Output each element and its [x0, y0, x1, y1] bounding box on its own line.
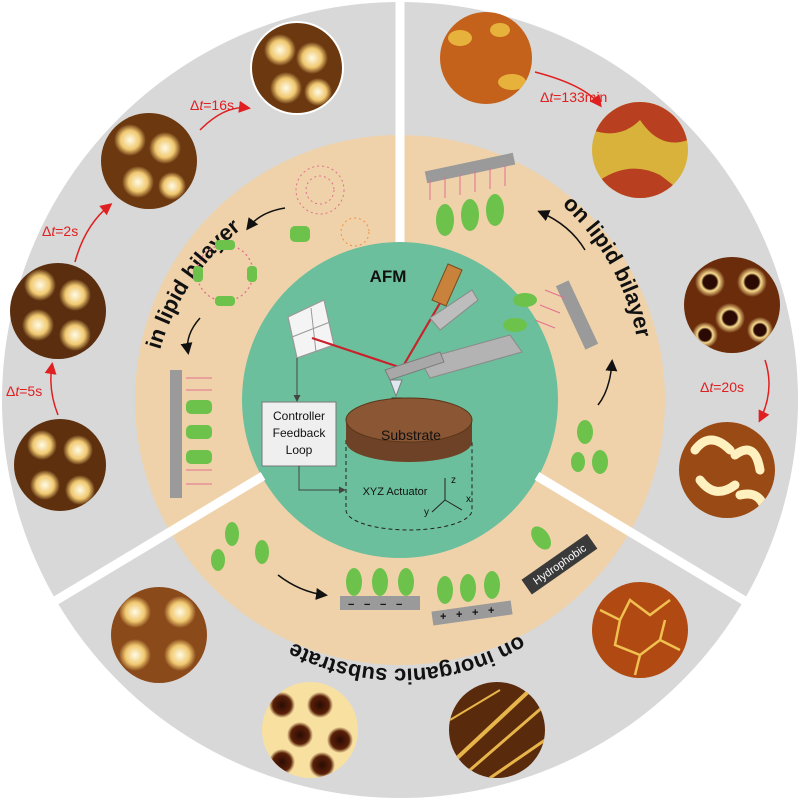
time-step-arrows — [44, 71, 770, 423]
supported-bilayer-right-top — [424, 152, 516, 236]
axis-x: x — [466, 494, 471, 505]
afm-image-4 — [14, 419, 106, 511]
reconstitution-protein — [290, 226, 310, 242]
afm-image-9 — [111, 587, 207, 683]
time-step-label-2: Δt=2s — [42, 223, 78, 239]
afm-image-1-frame — [250, 21, 344, 115]
ts4-value: =133min — [553, 89, 607, 105]
cantilever — [384, 351, 445, 381]
pos-charge-2: + — [456, 609, 462, 621]
afm-image-12 — [592, 582, 688, 678]
cycle-arrow-right-top — [537, 210, 586, 251]
substrate-top — [345, 397, 473, 443]
neg-charge-3: − — [380, 599, 386, 611]
laser-beam-in — [401, 302, 441, 369]
cycle-arrow-right-bottom — [597, 359, 618, 406]
pos-charge-4: + — [488, 605, 494, 617]
controller-line-1: Controller — [273, 409, 325, 423]
ts3-delta: Δ — [6, 383, 15, 399]
afm-title: AFM — [370, 267, 407, 286]
actuator-label: XYZ Actuator — [363, 486, 428, 498]
substrate-label: Substrate — [381, 427, 441, 443]
cycle-arrow-left-mid — [180, 317, 201, 355]
afm-instrument: AFM Controller Feedback Loop XYZ Actuato… — [261, 263, 523, 531]
afm-image-3 — [10, 263, 106, 359]
controller-box — [261, 401, 337, 467]
positive-substrate: + + + + — [431, 571, 513, 626]
cantilever-arm — [429, 289, 479, 331]
afm-image-2 — [101, 113, 197, 209]
ts1-delta: Δ — [190, 97, 199, 113]
pos-charge-3: + — [472, 607, 478, 619]
ts3-value: =5s — [19, 383, 42, 399]
time-step-label-3: Δt=5s — [6, 383, 42, 399]
axis-y: y — [424, 507, 429, 518]
neg-charge-2: − — [364, 599, 370, 611]
vesicle — [295, 165, 345, 215]
time-step-label-4: Δt=133min — [540, 89, 607, 105]
ts4-delta: Δ — [540, 89, 549, 105]
ts2-delta: Δ — [42, 223, 51, 239]
afm-image-8 — [679, 422, 775, 518]
ts5-t: t — [709, 379, 714, 395]
supported-bilayer-left — [170, 370, 212, 498]
time-step-label-1: Δt=16s — [190, 97, 234, 113]
cantilever-holder — [419, 334, 523, 379]
ts2-value: =2s — [55, 223, 78, 239]
ts4-t: t — [549, 89, 554, 105]
neg-charge-1: − — [348, 599, 354, 611]
controller-line-2: Feedback — [273, 426, 327, 440]
afm-image-7 — [684, 257, 780, 353]
pos-charge-1: + — [440, 611, 446, 623]
afm-image-11 — [449, 682, 545, 778]
afm-image-1 — [251, 22, 343, 114]
adsorption-arrow — [277, 574, 328, 600]
supported-bilayer-right-mid — [503, 280, 599, 350]
section-dividers — [37, 0, 763, 614]
ts2-t: t — [51, 223, 56, 239]
laser-beam-out — [311, 336, 403, 370]
axis-z: z — [451, 475, 456, 486]
laser-source — [431, 263, 463, 307]
xyz-axes — [431, 478, 463, 513]
afm-tip — [389, 379, 403, 398]
controller-output-line — [298, 466, 346, 494]
ts1-t: t — [199, 97, 204, 113]
afm-image-6 — [592, 102, 688, 198]
free-charged-proteins — [211, 522, 269, 571]
time-step-label-5: Δt=20s — [700, 379, 744, 395]
ts5-value: =20s — [713, 379, 744, 395]
micelle — [340, 217, 370, 247]
free-proteins-right — [571, 420, 608, 474]
ts5-delta: Δ — [700, 379, 709, 395]
xyz-actuator — [345, 440, 473, 531]
negative-substrate: − − − − — [340, 568, 420, 611]
ts1-value: =16s — [203, 97, 234, 113]
controller-line-3: Loop — [286, 443, 313, 457]
afm-image-10 — [262, 682, 358, 778]
ts3-t: t — [15, 383, 20, 399]
neg-charge-4: − — [396, 599, 402, 611]
proteoliposome — [193, 240, 257, 306]
afm-image-5 — [440, 12, 532, 104]
cycle-arrow-left-top — [246, 207, 286, 231]
